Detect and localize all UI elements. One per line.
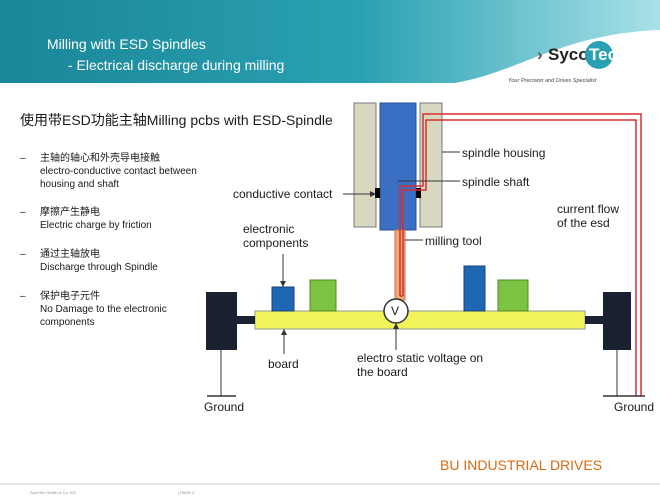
component-blue-1 (271, 286, 295, 312)
bullet-item: – 保护电子元件 No Damage to the electronic com… (20, 290, 200, 329)
current-path-outer (399, 113, 642, 396)
spindle-housing-left (353, 102, 377, 228)
bullet-zh: 主轴的轴心和外壳导电接触 (40, 153, 160, 164)
bullet-item: – 主轴的轴心和外壳导电接触 electro-conductive contac… (20, 152, 200, 191)
footer-title: BU INDUSTRIAL DRIVES (440, 457, 603, 473)
bullet-item: – 摩擦产生静电 Electric charge by friction (20, 206, 200, 232)
arrowhead (281, 329, 287, 335)
label-spindle-housing: spindle housing (462, 146, 546, 160)
label-ground-right: Ground (614, 400, 655, 414)
component-green-2 (497, 279, 529, 312)
bullet-en: Discharge through Spindle (40, 262, 158, 273)
footer-company: SycoTec GmbH & Co. KG (30, 490, 76, 495)
board (254, 310, 586, 330)
logo-arrow-icon: › (537, 45, 543, 64)
bullet-zh: 摩擦产生静电 (40, 207, 100, 218)
main-heading: 使用带ESD功能主轴Milling pcbs with ESD-Spindle (20, 112, 333, 128)
bullet-en: Electric charge by friction (40, 220, 152, 231)
footer-page: | PAGE 4 (178, 490, 195, 495)
bullet-dash: – (20, 153, 26, 164)
bullet-zh: 通过主轴放电 (40, 249, 100, 260)
conductive-contact-right (416, 188, 421, 198)
label-spindle-shaft: spindle shaft (462, 175, 530, 189)
spindle-shaft (379, 102, 417, 231)
header-title-line2: - Electrical discharge during milling (68, 57, 285, 73)
bullet-item: – 通过主轴放电 Discharge through Spindle (20, 248, 200, 274)
voltmeter-label: V (391, 304, 400, 318)
logo-text-tec: Tec (589, 45, 618, 64)
header-title-line1: Milling with ESD Spindles (47, 36, 206, 52)
label-current-flow: current flow of the esd (557, 202, 620, 230)
label-ground-left: Ground (204, 400, 245, 414)
label-electro-static: electro static voltage on the board (357, 351, 484, 379)
header-bar (0, 0, 660, 83)
logo-circle (585, 41, 613, 69)
left-connector (237, 316, 255, 324)
logo-text-syco: Syco (548, 45, 589, 64)
right-connector (585, 316, 603, 324)
bullet-dash: – (20, 291, 26, 302)
label-milling-tool: milling tool (425, 234, 482, 248)
conductive-contact-left (375, 188, 380, 198)
logo-tagline: Your Precision and Drives Specialist (508, 78, 597, 84)
label-conductive-contact: conductive contact (233, 187, 333, 201)
component-blue-2 (463, 265, 486, 312)
current-path-inner (402, 119, 637, 396)
arrowhead (370, 191, 376, 197)
bullet-zh: 保护电子元件 (40, 291, 100, 302)
component-green-1 (309, 279, 337, 312)
right-clamp (603, 292, 631, 350)
bullet-dash: – (20, 207, 26, 218)
bullet-dash: – (20, 249, 26, 260)
bullet-en: No Damage to the electronic components (40, 304, 167, 328)
arrowhead (393, 323, 399, 329)
label-board: board (268, 357, 299, 371)
left-clamp (206, 292, 237, 350)
arrowhead (280, 281, 286, 287)
bullet-en: electro-conductive contact between housi… (40, 166, 197, 190)
label-electronic-components: electronic components (243, 222, 309, 250)
